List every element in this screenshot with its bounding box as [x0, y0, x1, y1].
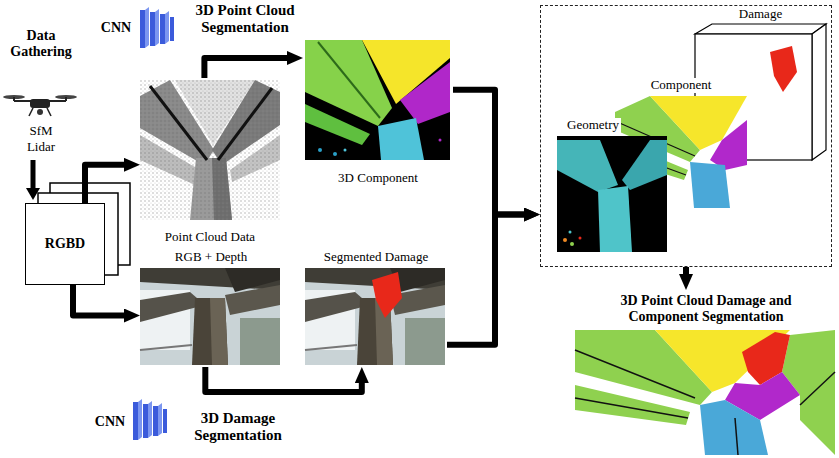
damage-layer [695, 24, 826, 34]
geometry-layer [557, 140, 618, 192]
flow-arrow [453, 90, 530, 215]
down-arrow [31, 160, 36, 190]
drone-icon [3, 95, 77, 116]
component-image [305, 40, 450, 160]
annotation-label: SfM [22, 124, 60, 139]
geometry-layer [570, 242, 574, 246]
panel-label: Component [649, 78, 714, 93]
component-image [378, 118, 424, 160]
result-image [575, 330, 835, 455]
panel-label: RGBD [43, 236, 87, 252]
flow-arrow [447, 215, 530, 345]
panel-label: Geometry [565, 118, 621, 133]
image-panel: Point Cloud Data [140, 78, 280, 245]
illustration [140, 7, 174, 48]
component-image [318, 42, 380, 118]
component-image [344, 149, 347, 152]
component-image [439, 139, 442, 142]
geometry-layer [563, 238, 567, 242]
point-cloud-image [140, 80, 280, 220]
annotation-label: CNN [94, 20, 138, 36]
geometry-layer [598, 186, 632, 252]
flow-arrow [683, 267, 689, 280]
flow-arrow [205, 367, 361, 392]
geometry-layer [557, 136, 667, 252]
panel-label: Segmented Damage [322, 250, 430, 265]
point-cloud-image [140, 80, 280, 220]
drone-icon [29, 108, 33, 116]
drone-icon [37, 109, 43, 115]
result-image [575, 398, 688, 418]
image-panel: RGB + Depth [140, 250, 282, 367]
point-cloud-image [140, 80, 280, 220]
component-image [305, 104, 370, 145]
layer-panel: Damage [695, 7, 826, 160]
component-image [333, 152, 337, 156]
edge-label: 3D Point Cloud Segmentation [175, 2, 315, 37]
drone-icon [65, 97, 67, 101]
layer-panel: Geometry [557, 118, 667, 252]
drone-icon [30, 99, 50, 108]
component-image [400, 62, 450, 124]
panel-label: Point Cloud Data [163, 230, 257, 245]
segmented-damage-image [305, 268, 445, 365]
annotation-label: Lidar [18, 140, 64, 155]
point-cloud-image [218, 88, 272, 160]
layer-panel: Component [615, 78, 747, 208]
result-image [800, 372, 835, 405]
point-cloud-image [150, 86, 207, 160]
stack-card: RGBD [25, 203, 105, 285]
flow-arrow [73, 285, 130, 316]
annotation-label: Data Gathering [5, 28, 77, 60]
panel-label: Damage [737, 7, 784, 22]
result-image [575, 385, 690, 425]
damage-layer [770, 46, 797, 92]
component-layer [690, 162, 730, 208]
segmented-damage-image [305, 268, 445, 365]
result-panel: 3D Point Cloud Damage and Component Segm… [575, 290, 837, 455]
panel-label: RGB + Depth [173, 250, 249, 265]
flow-arrow [204, 58, 293, 78]
damage-layer [812, 24, 826, 160]
geometry-layer [622, 140, 667, 190]
edge-label: 3D Damage Segmentation [172, 410, 304, 445]
result-image [700, 400, 768, 455]
panel-label: 3D Component [336, 171, 420, 186]
illustration [140, 268, 280, 365]
annotation-label: CNN [88, 414, 132, 430]
segmented-damage-image [372, 272, 402, 318]
component-layer [710, 120, 747, 170]
drone-icon [47, 108, 51, 116]
drone-icon [13, 97, 15, 101]
geometry-layer [569, 231, 572, 234]
geometry-layer [557, 136, 667, 252]
image-panel: Segmented Damage [305, 250, 447, 367]
illustration [133, 399, 167, 440]
dashed-group: Geometry Component Damage [540, 5, 832, 267]
flow-arrow [85, 165, 130, 203]
result-image [735, 418, 738, 455]
panel-label: 3D Point Cloud Damage and Component Segm… [588, 293, 824, 325]
image-panel: 3D Component [303, 38, 453, 186]
geometry-layer [579, 237, 582, 240]
component-image [318, 148, 322, 152]
component-image [305, 40, 450, 160]
result-image [575, 350, 695, 398]
